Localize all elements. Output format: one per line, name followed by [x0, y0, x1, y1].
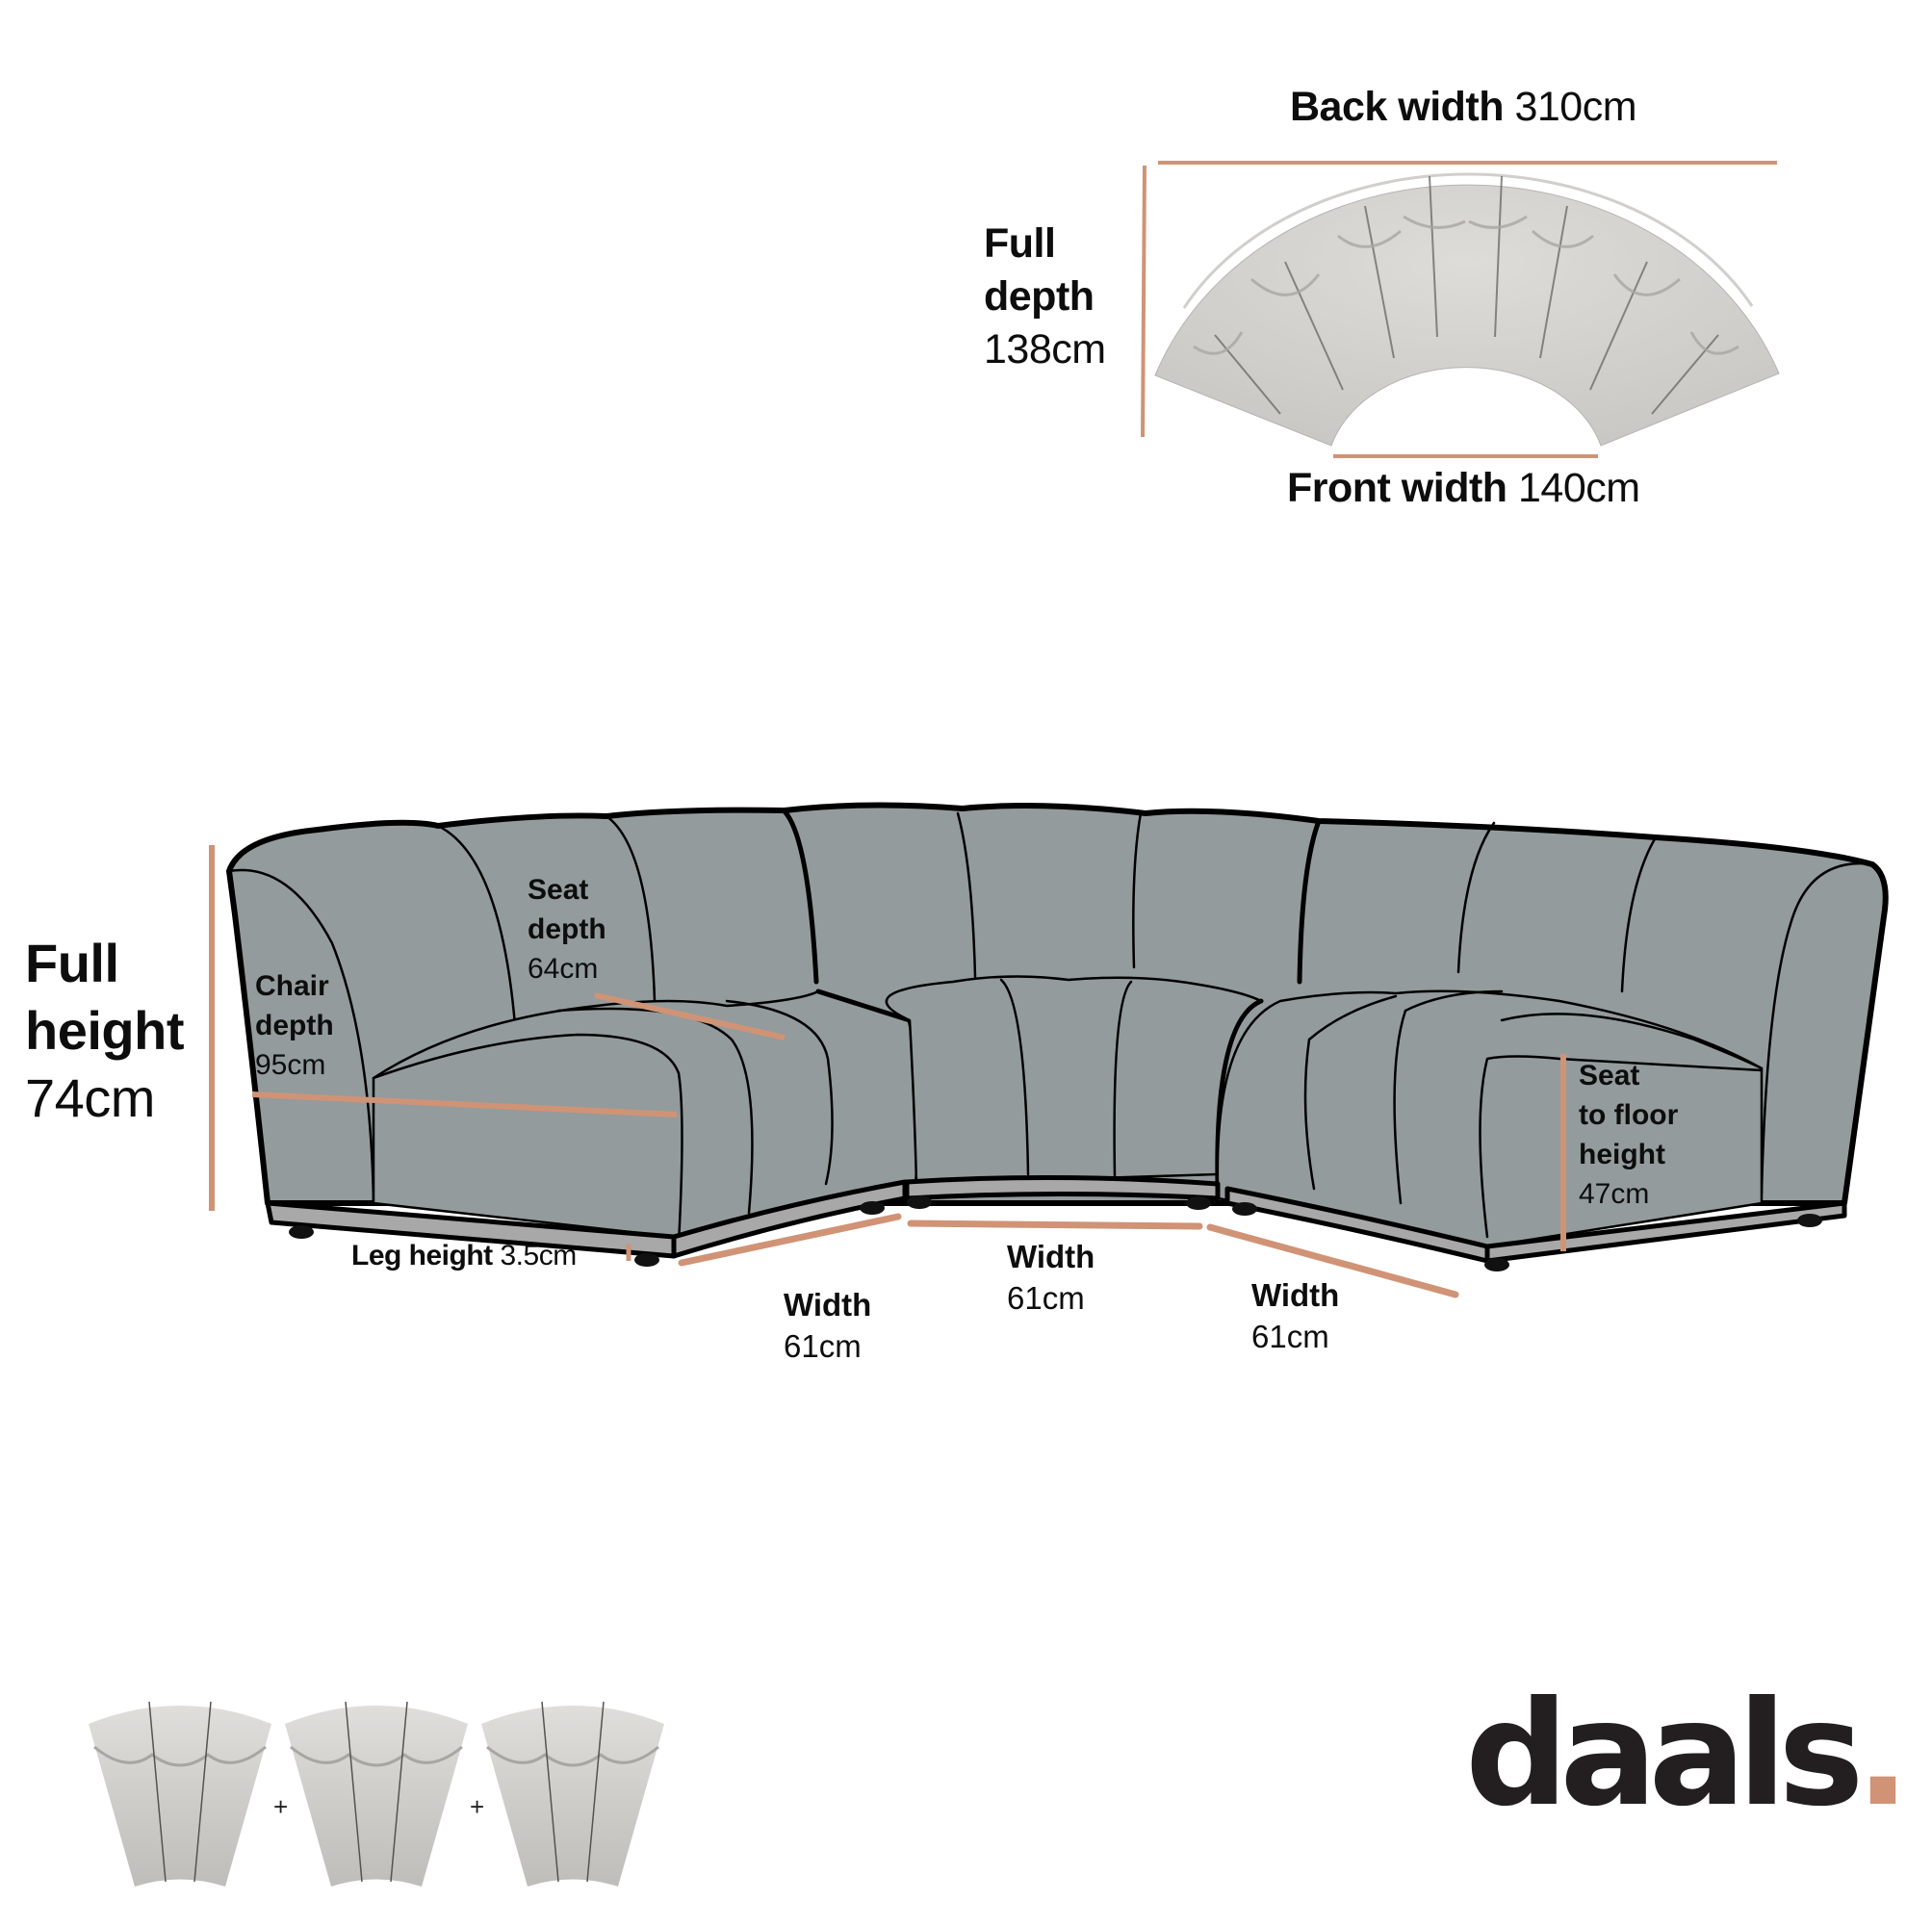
module-icon-3 — [481, 1701, 664, 1887]
chair-depth-value: 95cm — [255, 1049, 326, 1081]
full-height-value: 74cm — [25, 1067, 155, 1128]
brand-dot: . — [1855, 1671, 1911, 1838]
full-height-title-2: height — [25, 1000, 184, 1061]
width-title-1: Width — [784, 1287, 872, 1323]
brand-name: daals — [1465, 1671, 1865, 1838]
seat-depth-title-1: Seat — [528, 874, 589, 906]
leg-height-value: 3.5cm — [500, 1240, 578, 1271]
top-view-fan — [1154, 184, 1780, 447]
width-value-3: 61cm — [1251, 1319, 1329, 1354]
module-icon-2 — [285, 1701, 468, 1887]
full-height-title-1: Full — [25, 933, 119, 993]
seat-depth-label: Seat depth 64cm — [528, 870, 606, 989]
full-height-label: Full height 74cm — [25, 930, 184, 1132]
width-title-2: Width — [1007, 1239, 1095, 1274]
front-view-measure-lines — [209, 845, 1566, 1298]
chair-depth-title-2: depth — [255, 1010, 334, 1041]
seat-to-floor-title-2: to floor — [1579, 1099, 1679, 1131]
full-depth-title-2: depth — [984, 273, 1095, 320]
plus-icon: + — [470, 1792, 485, 1821]
seat-to-floor-label: Seat to floor height 47cm — [1579, 1056, 1678, 1214]
width-line-1 — [678, 1213, 902, 1267]
full-depth-line — [1141, 165, 1146, 438]
seat-to-floor-title-1: Seat — [1579, 1060, 1640, 1091]
width-label-3: Width 61cm — [1251, 1274, 1339, 1357]
width-value-2: 61cm — [1007, 1280, 1085, 1316]
plus-icon: + — [273, 1792, 289, 1821]
module-icons — [89, 1701, 664, 1887]
brand-logo: daals. — [1465, 1682, 1911, 1827]
width-line-2 — [907, 1220, 1203, 1230]
back-width-value: 310cm — [1514, 84, 1637, 130]
width-label-1: Width 61cm — [784, 1284, 871, 1367]
seat-depth-line — [594, 992, 786, 1040]
seat-depth-title-2: depth — [528, 913, 606, 945]
front-width-title: Front width — [1287, 465, 1507, 511]
width-line-3 — [1206, 1223, 1459, 1298]
leg-height-title: Leg height — [351, 1240, 493, 1271]
width-value-1: 61cm — [784, 1328, 862, 1364]
seat-to-floor-value: 47cm — [1579, 1178, 1650, 1210]
back-width-title: Back width — [1290, 84, 1505, 130]
back-width-label: Back width 310cm — [1290, 84, 1637, 130]
chair-depth-title-1: Chair — [255, 970, 329, 1002]
front-width-label: Front width 140cm — [1287, 468, 1640, 509]
width-label-2: Width 61cm — [1007, 1236, 1095, 1319]
leg-height-label: Leg height 3.5cm — [351, 1242, 577, 1271]
seat-to-floor-title-3: height — [1579, 1139, 1665, 1170]
module-icon-1 — [89, 1701, 271, 1887]
width-title-3: Width — [1251, 1277, 1340, 1313]
top-view-sofa — [1141, 161, 1780, 458]
front-width-value: 140cm — [1518, 465, 1640, 511]
full-depth-title-1: Full — [984, 220, 1056, 267]
chair-depth-line — [251, 1091, 678, 1117]
seat-depth-value: 64cm — [528, 953, 599, 985]
full-depth-label: Full depth 138cm — [984, 218, 1106, 376]
full-depth-value: 138cm — [984, 326, 1106, 372]
chair-depth-label: Chair depth 95cm — [255, 966, 334, 1085]
